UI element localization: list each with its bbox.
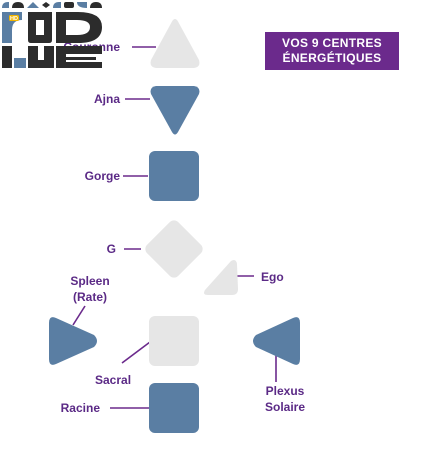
couronne-centre (150, 19, 200, 68)
brand-logo: HD (2, 2, 102, 68)
logo-block-5 (28, 46, 54, 68)
label-plexus: Plexus Solaire (264, 384, 306, 414)
g-centre (145, 220, 203, 278)
racine-centre (149, 383, 199, 433)
label-spleen: Spleen (Rate) (70, 274, 110, 304)
label-ego: Ego (261, 270, 284, 284)
logo-badge-bg (9, 15, 19, 21)
label-racine: Racine (60, 401, 100, 415)
label-ajna: Ajna (93, 92, 120, 106)
sacral-centre (149, 316, 199, 366)
logo-block-7 (56, 46, 102, 68)
gorge-centre (149, 151, 199, 201)
logo-block-2 (2, 46, 12, 68)
title-text: VOS 9 CENTRES ÉNERGÉTIQUES (282, 36, 382, 65)
title-box: VOS 9 CENTRES ÉNERGÉTIQUES (265, 32, 399, 70)
line-sacral (121, 341, 151, 364)
logo-block-3 (14, 58, 26, 68)
label-gorge: Gorge (84, 169, 120, 183)
plexus-solaire-centre (253, 317, 300, 365)
logo-block-4 (28, 12, 52, 43)
line-spleen (72, 305, 86, 326)
logo-block-6 (56, 12, 102, 43)
ego-centre (204, 260, 238, 295)
logo-top-band (2, 2, 102, 8)
spleen-centre (49, 317, 97, 365)
ajna-centre (150, 86, 200, 135)
connector-lines (72, 46, 277, 409)
label-sacral: Sacral (95, 373, 132, 387)
logo-badge-text: HD (10, 16, 18, 22)
label-g: G (106, 242, 116, 256)
